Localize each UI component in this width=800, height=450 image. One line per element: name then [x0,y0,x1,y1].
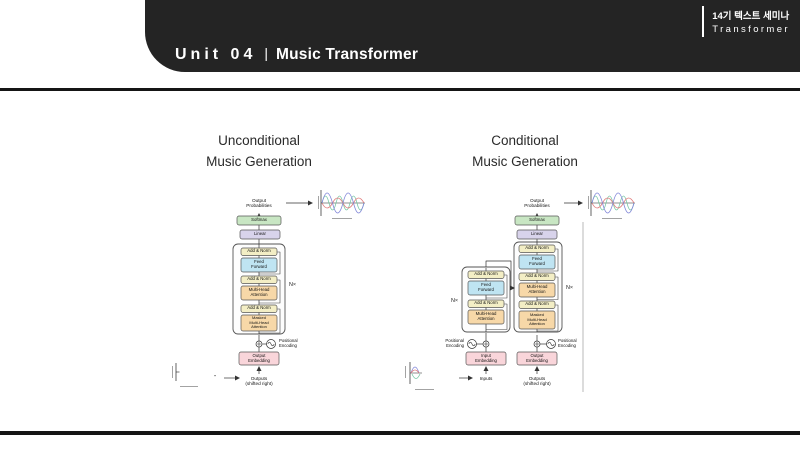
add-norm-label: Add & Norm [474,271,498,277]
left-heading-line1: Unconditional [218,133,300,148]
seminar-badge: 14기 텍스트 세미나 Transformer [702,6,794,37]
add-norm-box [240,247,278,256]
outputs-label: Outputs (shifted right) [523,375,551,386]
n-times-label: N× [289,281,297,288]
feed-forward-label: Feed Forward [529,256,545,266]
inputs-label: Inputs [479,375,493,381]
softmax-label: Softmax [251,217,267,223]
left-heading-line2: Music Generation [206,154,312,169]
n-times-label: N× [566,284,574,291]
feed-forward-label: Feed Forward [478,282,494,292]
add-norm-box [240,304,278,313]
masked-multi-head-attention-label: Masked Multi-Head Attention [249,315,269,330]
linear-box [516,229,558,240]
plus-positional-icon [482,340,541,348]
right-heading-line2: Music Generation [472,154,578,169]
header-bar: Unit 04 | Music Transformer 14기 텍스트 세미나 … [145,0,800,72]
output-waveform-plot [587,189,636,220]
add-norm-label: Add & Norm [247,276,271,282]
outputs-label: Outputs (shifted right) [245,375,273,386]
add-norm-label: Add & Norm [525,273,549,279]
feed-forward-box [240,257,278,273]
unit-label: Unit 04 [175,46,257,63]
add-norm-label: Add & Norm [525,245,549,251]
multi-head-attention-box [467,309,505,325]
bottom-divider-rule [0,431,800,435]
output-probabilities-label: Output Probabilities [524,197,550,208]
decoder-container [513,241,563,333]
multi-head-attention-label: Multi-Head Attention [526,284,548,294]
feed-forward-box [518,254,556,270]
primer-input-plot [405,362,434,390]
output-waveform-plot [317,189,366,220]
output-probabilities-label: Output Probabilities [246,197,272,208]
positional-encoding-label: Positional Encoding [558,338,577,348]
input-embedding-label: Input Embedding [475,352,497,363]
seminar-badge-line2: Transformer [712,24,790,35]
decoder-container [232,243,286,335]
add-norm-label: Add & Norm [247,248,271,254]
output-embedding-label: Output Embedding [248,352,270,363]
left-diagram [172,189,366,387]
softmax-box [236,215,282,226]
empty-input-dash: - [213,373,217,381]
linear-box [239,229,281,240]
multi-head-attention-label: Multi-Head Attention [475,311,497,321]
softmax-box [514,215,560,226]
left-connector-lines [224,200,313,381]
add-norm-box [240,275,278,284]
encoder-container [461,266,511,333]
right-heading-line1: Conditional [491,133,559,148]
multi-head-attention-box [240,285,278,301]
n-times-label: N× [450,297,458,304]
output-embedding-label: Output Embedding [526,352,548,363]
masked-multi-head-attention-box [240,314,278,332]
add-norm-box [518,300,556,309]
output-embedding-box [516,351,558,366]
sine-positional-icon [467,339,556,349]
input-embedding-box [465,351,507,366]
right-diagram [405,189,636,392]
add-norm-label: Add & Norm [525,301,549,307]
linear-label: Linear [531,231,543,237]
positional-encoding-label: Positional Encoding [445,338,464,348]
masked-multi-head-attention-box [518,310,556,330]
feed-forward-box [467,280,505,296]
add-norm-box [518,244,556,253]
feed-forward-label: Feed Forward [251,259,267,269]
output-embedding-box [238,351,280,366]
multi-head-attention-box [518,282,556,298]
multi-head-attention-label: Multi-Head Attention [248,287,270,297]
right-diagram-heading: Conditional Music Generation [443,130,607,172]
add-norm-box [467,299,505,308]
plus-positional-icon [255,340,263,348]
positional-encoding-label: Positional Encoding [279,338,298,348]
add-norm-box [467,270,505,279]
softmax-label: Softmax [529,217,545,223]
empty-input-plot [172,363,198,387]
masked-multi-head-attention-label: Masked Multi-Head Attention [527,312,547,327]
right-residual-loops [486,248,559,332]
sine-positional-icon [266,339,276,349]
seminar-badge-line1: 14기 텍스트 세미나 [712,11,790,22]
lesson-title: Music Transformer [275,46,419,63]
linear-label: Linear [254,231,266,237]
left-residual-loops [259,251,281,334]
page-title: Unit 04 | Music Transformer [175,45,419,64]
add-norm-label: Add & Norm [474,300,498,306]
add-norm-label: Add & Norm [247,305,271,311]
right-connector-lines [459,200,583,381]
add-norm-box [518,272,556,281]
top-divider-rule [0,88,800,91]
left-diagram-heading: Unconditional Music Generation [177,130,341,172]
title-separator: | [264,45,268,61]
